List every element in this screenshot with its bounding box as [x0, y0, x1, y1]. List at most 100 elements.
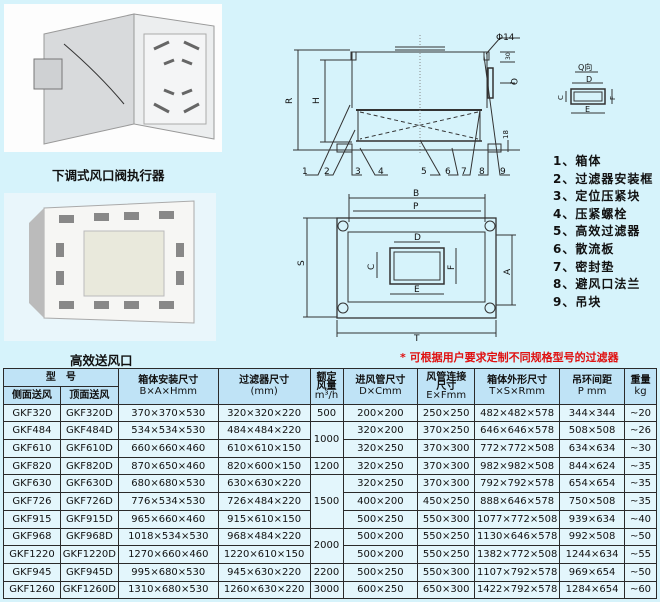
cell-ring: 1284×654 [559, 580, 625, 600]
dim-S: S [297, 260, 307, 266]
header-model: 型 号 [3, 368, 119, 387]
cell-weight: ~50 [624, 562, 657, 582]
cell-duct: 370×300 [417, 456, 476, 476]
cell-inlet: 500×200 [342, 527, 419, 547]
cell-box: 965×660×460 [117, 509, 219, 529]
cell-ring: 634×634 [559, 439, 625, 458]
cell-outer: 1130×646×578 [474, 527, 561, 547]
dim-A: A [503, 268, 513, 275]
cell-weight: ~55 [624, 545, 657, 564]
cell-duct: 370×250 [417, 421, 476, 441]
cell-box: 660×660×460 [117, 439, 219, 458]
part-label-7: 7 [461, 167, 467, 177]
cell-weight: ~30 [624, 439, 657, 458]
cell-weight: ~40 [624, 509, 657, 529]
actuator-illustration [4, 4, 222, 152]
cell-filter: 945×630×220 [217, 562, 311, 582]
cell-weight: ~50 [624, 527, 657, 547]
cell-outer: 772×772×508 [474, 439, 561, 458]
cell-duct: 550×300 [417, 509, 476, 529]
cell-inlet: 500×250 [342, 562, 419, 582]
cell-inlet: 320×250 [342, 456, 419, 476]
cell-duct: 550×300 [417, 562, 476, 582]
custom-note: * 可根据用户要求定制不同规格型号的过滤器 [400, 351, 619, 364]
cell-box: 1270×660×460 [117, 545, 219, 564]
actuator-caption: 下调式风口阀执行器 [52, 168, 165, 183]
cell-filter: 484×484×220 [217, 421, 311, 441]
cell-duct: 370×300 [417, 474, 476, 494]
q-dim-F: F [609, 96, 617, 100]
dim-T: T [413, 334, 420, 344]
q-view-title: Q向 [578, 62, 592, 72]
cell-ring: 654×654 [559, 474, 625, 494]
cell-inlet: 320×250 [342, 474, 419, 494]
cell-ring: 508×508 [559, 421, 625, 441]
legend-item: 3、定位压紧块 [553, 189, 641, 204]
cell-duct: 550×250 [417, 527, 476, 547]
cell-top: GKF1260D [59, 580, 119, 600]
dim-18: 18 [502, 130, 510, 139]
cell-side: GKF484 [3, 421, 61, 441]
legend-item: 1、箱体 [553, 154, 602, 168]
cell-side: GKF726 [3, 492, 61, 511]
part-label-4: 4 [378, 167, 384, 177]
cell-ring: 1244×634 [559, 545, 625, 564]
cell-outer: 888×646×578 [474, 492, 561, 511]
cell-airflow: 3000 [309, 580, 344, 600]
part-label-5: 5 [421, 167, 427, 177]
cell-side: GKF1260 [3, 580, 61, 600]
legend-item: 2、过滤器安装框 [553, 171, 654, 186]
cell-outer: 646×646×578 [474, 421, 561, 441]
legend-item: 6、散流板 [553, 241, 615, 256]
dim-F: F [447, 265, 457, 270]
cell-side: GKF630 [3, 474, 61, 494]
cell-inlet: 200×200 [342, 403, 419, 423]
cell-box: 534×534×530 [117, 421, 219, 441]
cell-top: GKF610D [59, 439, 119, 458]
cell-box: 680×680×530 [117, 474, 219, 494]
cell-weight: ~26 [624, 421, 657, 441]
technical-drawings: 1 2 3 4 5 6 7 8 9 R H Φ14 30 18 Q B P T … [285, 33, 617, 344]
header-filter: 过滤器尺寸(mm) [217, 368, 311, 405]
cell-box: 995×680×530 [117, 562, 219, 582]
cell-duct: 250×250 [417, 403, 476, 423]
cell-airflow: 2000 [309, 527, 344, 564]
legend-item: 8、避风口法兰 [553, 277, 641, 292]
part-label-6: 6 [445, 167, 451, 177]
header-top: 顶面送风 [59, 385, 119, 405]
cell-duct: 450×250 [417, 492, 476, 511]
cell-weight: ~20 [624, 403, 657, 423]
cell-filter: 320×320×220 [217, 403, 311, 423]
cell-filter: 1220×610×150 [217, 545, 311, 564]
cell-ring: 844×624 [559, 456, 625, 476]
cell-inlet: 600×250 [342, 580, 419, 600]
q-dim-D: D [586, 75, 592, 84]
legend-item: 9、吊块 [553, 294, 602, 309]
cell-airflow: 2200 [309, 562, 344, 582]
diffuser-photo [4, 193, 216, 341]
cell-side: GKF610 [3, 439, 61, 458]
cell-filter: 1260×630×220 [217, 580, 311, 600]
cell-top: GKF484D [59, 421, 119, 441]
cell-side: GKF820 [3, 456, 61, 476]
cell-ring: 750×508 [559, 492, 625, 511]
cell-ring: 939×634 [559, 509, 625, 529]
cell-outer: 482×482×578 [474, 403, 561, 423]
cell-top: GKF1220D [59, 545, 119, 564]
cell-top: GKF968D [59, 527, 119, 547]
cell-side: GKF915 [3, 509, 61, 529]
cell-side: GKF945 [3, 562, 61, 582]
part-label-3: 3 [355, 167, 361, 177]
cell-ring: 969×654 [559, 562, 625, 582]
cell-top: GKF630D [59, 474, 119, 494]
